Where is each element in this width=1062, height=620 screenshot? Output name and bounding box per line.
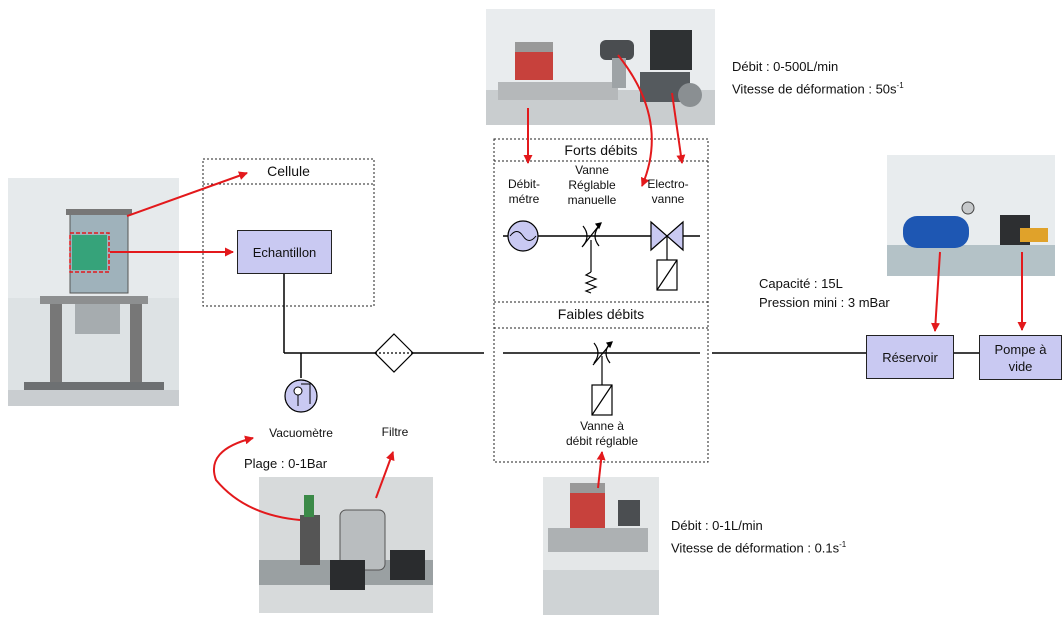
- photo-vacuometre: [259, 477, 433, 613]
- debitmetre-line2: métre: [508, 192, 540, 206]
- pompe-line2: vide: [1008, 358, 1033, 374]
- vanne-debit-line1: Vanne à: [580, 419, 624, 433]
- electrovanne-line2: vanne: [651, 192, 685, 206]
- cellule-frame: [202, 158, 375, 307]
- faible-vitesse-info: Vitesse de déformation : 0.1s-1: [671, 536, 846, 557]
- vanne-reglable-label: Vanne Réglable manuelle: [561, 163, 623, 208]
- capacite-label: Capacité : 15L: [759, 276, 843, 291]
- debitmetre-line1: Débit-: [507, 177, 540, 191]
- electrovanne-label: Electro- vanne: [638, 177, 698, 207]
- electrovanne-symbol: [650, 220, 684, 291]
- faible-debit-info: Débit : 0-1L/min: [671, 518, 763, 533]
- photo-reservoir: [887, 155, 1055, 276]
- fort-vitesse-exp: -1: [896, 81, 904, 90]
- echantillon-box: Echantillon: [237, 230, 332, 274]
- vanne-debit-symbol: [591, 341, 613, 416]
- plage-label: Plage : 0-1Bar: [244, 456, 328, 471]
- faible-vitesse-exp: -1: [839, 540, 847, 549]
- pression-label: Pression mini : 3 mBar: [759, 295, 890, 310]
- photo-fort-debits: [486, 9, 715, 125]
- debitmetre-label: Débit- métre: [496, 177, 552, 207]
- filtre-label: Filtre: [381, 425, 409, 439]
- vanne-debit-line2: débit réglable: [565, 434, 639, 448]
- fort-vitesse-info: Vitesse de déformation : 50s-1: [732, 77, 904, 98]
- vanne-reglable-line1: Vanne: [575, 163, 609, 177]
- vacuometre-label: Vacuomètre: [269, 426, 333, 440]
- photo-faible-debits: [543, 477, 659, 615]
- cellule-title: Cellule: [267, 163, 310, 179]
- fort-debit-info: Débit : 0-500L/min: [732, 59, 839, 74]
- electrovanne-line1: Electro-: [647, 177, 689, 191]
- red-arrows: [110, 54, 1027, 521]
- filtre-symbol: [374, 333, 414, 373]
- vanne-reglable-line2: Réglable: [568, 178, 616, 192]
- dotted-frames: [202, 138, 709, 463]
- faible-vitesse-text: Vitesse de déformation : 0.1s: [671, 540, 840, 556]
- vanne-reglable-line3: manuelle: [567, 193, 617, 207]
- photo-cell: [8, 178, 179, 406]
- reservoir-box: Réservoir: [866, 335, 954, 379]
- debitmetre-symbol: [507, 220, 539, 252]
- fort-vitesse-text: Vitesse de déformation : 50s: [732, 81, 897, 97]
- vanne-debit-label: Vanne à débit réglable: [548, 419, 656, 449]
- pompe-box: Pompe à vide: [979, 335, 1062, 380]
- pompe-line1: Pompe à: [994, 341, 1047, 357]
- forts-debits-title: Forts débits: [564, 142, 638, 158]
- vacuometre-symbol: [284, 379, 318, 413]
- faibles-debits-title: Faibles débits: [557, 306, 645, 322]
- vanne-manuelle-symbol: [581, 222, 602, 294]
